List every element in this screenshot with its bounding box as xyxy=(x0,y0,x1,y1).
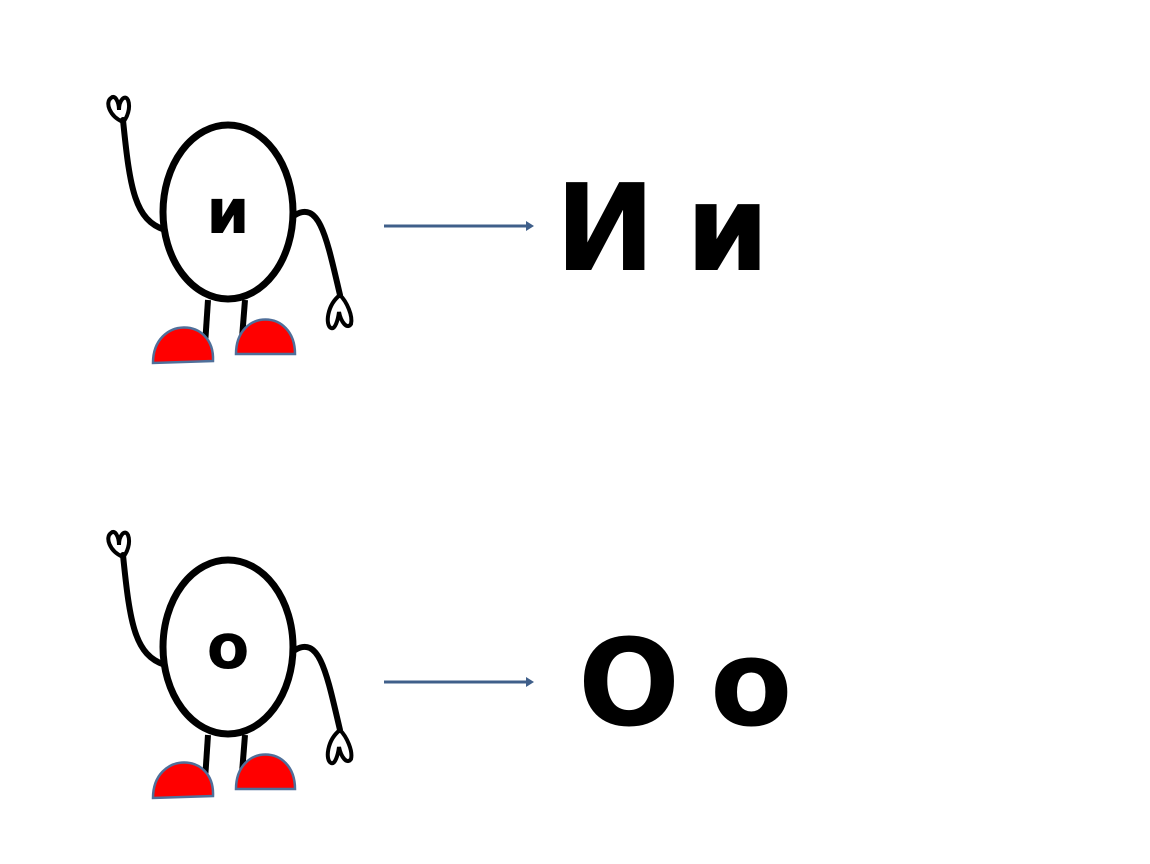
uppercase-letter: И xyxy=(555,160,658,299)
letter-character-o: о xyxy=(95,515,365,815)
lowercase-letter: о xyxy=(710,615,795,754)
face-letter: о xyxy=(206,610,250,683)
cartoon-figure-icon xyxy=(106,95,354,365)
letter-character-i: и xyxy=(95,80,365,380)
arrow-icon xyxy=(380,672,550,692)
cartoon-figure-icon xyxy=(106,530,354,800)
lowercase-letter: и xyxy=(685,160,772,299)
face-letter: и xyxy=(206,175,250,248)
arrow-icon xyxy=(380,216,550,236)
uppercase-letter: О xyxy=(578,615,683,754)
